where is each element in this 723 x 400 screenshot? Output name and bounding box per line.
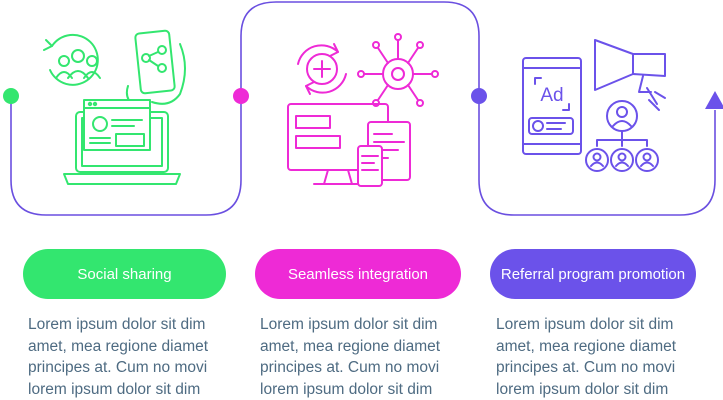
step-1-pill: Social sharing <box>23 249 226 299</box>
step-2-description: Lorem ipsum dolor sit dim amet, mea regi… <box>260 316 441 398</box>
step-dot-3 <box>471 88 487 104</box>
multi-device-icon <box>287 103 411 187</box>
step-1-description: Lorem ipsum dolor sit dim amet, mea regi… <box>28 316 209 398</box>
referral-promotion-illustration: Ad <box>522 39 666 172</box>
step-1-label: Social sharing <box>77 265 172 283</box>
step-3-pill: Referral program promotion <box>490 249 696 299</box>
megaphone-icon <box>594 39 666 111</box>
step-3-label: Referral program promotion <box>500 265 686 283</box>
step-2-pill: Seamless integration <box>255 249 461 299</box>
timeline-path <box>10 1 716 216</box>
referral-hierarchy-icon <box>585 100 659 172</box>
seamless-integration-illustration <box>287 33 439 187</box>
users-group-icon <box>43 33 101 86</box>
sync-plus-icon <box>297 43 347 95</box>
tablet-ad-icon: Ad <box>522 57 582 155</box>
smartphone-share-icon <box>125 29 186 107</box>
step-3-description: Lorem ipsum dolor sit dim amet, mea regi… <box>496 316 677 398</box>
ad-text: Ad <box>540 85 563 106</box>
arrow-up-icon <box>705 91 723 109</box>
gear-network-icon <box>357 33 439 107</box>
laptop-profile-icon <box>63 99 181 185</box>
step-dot-1 <box>3 88 19 104</box>
step-2-label: Seamless integration <box>287 265 429 283</box>
social-sharing-illustration <box>43 29 186 185</box>
step-dot-2 <box>233 88 249 104</box>
